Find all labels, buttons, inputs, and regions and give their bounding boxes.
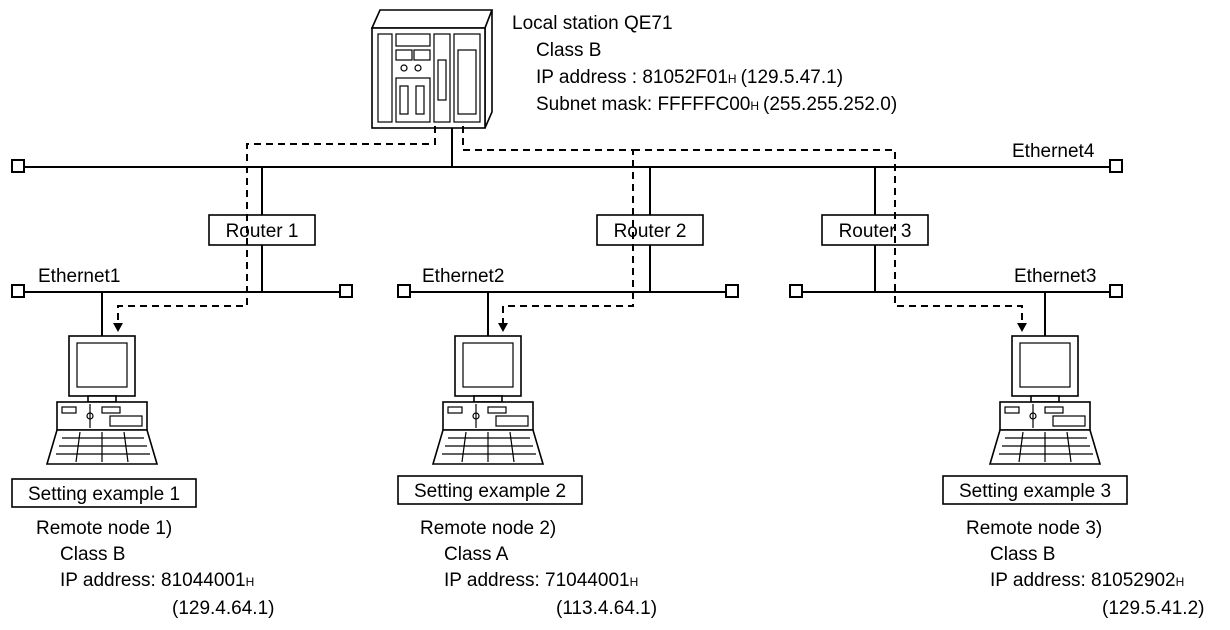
router3-label: Router 3 [839,221,912,242]
path-to-node1 [113,126,436,332]
computer-2-icon [432,335,544,465]
remote-node-2-ip: IP address: 71044001H [444,570,638,591]
path-to-node2 [462,126,634,332]
ethernet1-right-terminator [339,284,353,298]
remote-node-1-ip-decimal: (129.4.64.1) [172,598,274,619]
computer-1-icon [46,335,158,465]
router1-box [208,214,316,246]
ethernet2-right-terminator [725,284,739,298]
remote-node-1-class: Class B [60,544,125,565]
ethernet3-right-terminator [1109,284,1123,298]
setting-example-3-title: Setting example 3 [959,481,1111,502]
local-station-class: Class B [536,40,601,61]
remote-node-3-ip: IP address: 81052902H [990,570,1184,591]
setting-example-2-title: Setting example 2 [414,481,566,502]
path-to-node3 [633,149,1027,332]
setting-example-3-box [942,475,1128,505]
router2-label: Router 2 [614,221,687,242]
router2-box [596,214,704,246]
local-station-mask: Subnet mask: FFFFFC00H(255.255.252.0) [536,94,897,115]
remote-node-2-label: Remote node 2) [420,518,556,539]
ethernet4-label: Ethernet4 [1012,141,1095,162]
ethernet3-label: Ethernet3 [1014,266,1096,287]
setting-example-1-title: Setting example 1 [28,484,180,505]
router3-box [821,214,929,246]
remote-node-3-ip-decimal: (129.5.41.2) [1102,598,1204,619]
remote-node-1-label: Remote node 1) [36,518,172,539]
ethernet3-left-terminator [789,284,803,298]
remote-node-2-class: Class A [444,544,509,565]
ethernet4-left-terminator [11,159,25,173]
local-station-name: Local station QE71 [512,13,673,34]
remote-node-3-class: Class B [990,544,1055,565]
ethernet1-left-terminator [11,284,25,298]
remote-node-3-label: Remote node 3) [966,518,1102,539]
plc-icon [370,9,494,129]
remote-node-2-ip-decimal: (113.4.64.1) [556,598,657,619]
setting-example-2-box [397,475,583,505]
ethernet4-right-terminator [1109,159,1123,173]
remote-node-1-ip: IP address: 81044001H [60,570,254,591]
setting-example-1-box [11,478,197,508]
local-station-ip: IP address : 81052F01H(129.5.47.1) [536,67,843,88]
computer-3-icon [989,335,1101,465]
ethernet2-label: Ethernet2 [422,266,504,287]
ethernet1-label: Ethernet1 [38,266,120,287]
ethernet2-left-terminator [397,284,411,298]
router1-label: Router 1 [226,221,299,242]
